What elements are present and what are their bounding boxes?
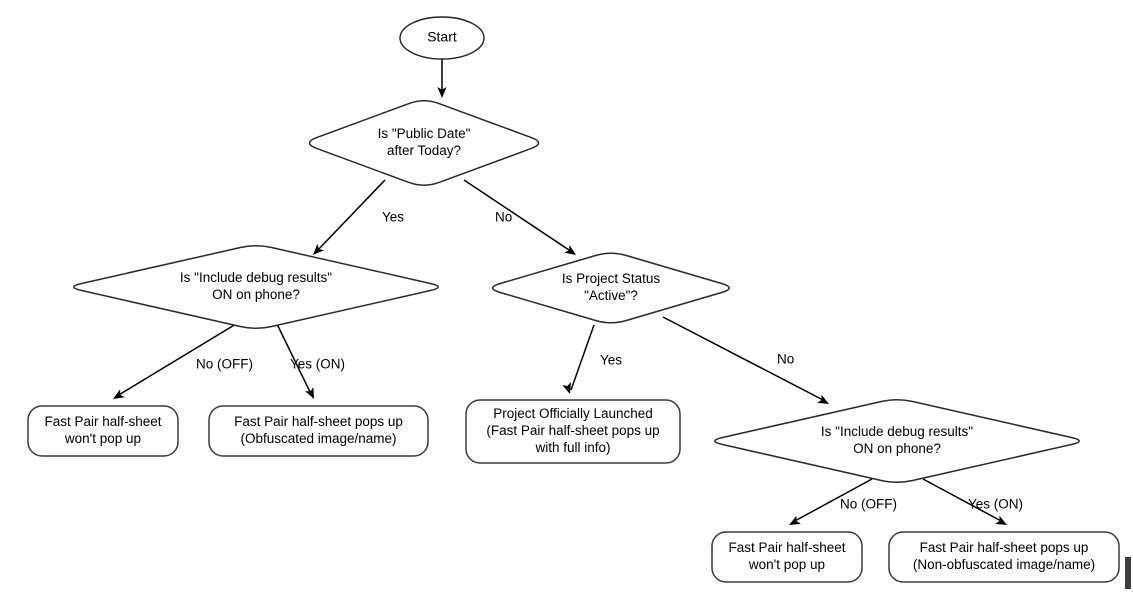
decision-diamond-shape	[308, 100, 540, 186]
arrow-head-icon	[305, 387, 314, 399]
node-label-line: Is "Include debug results"	[821, 424, 973, 439]
terminal-box-shape	[27, 405, 179, 457]
node-label-line: Fast Pair half-sheet pops up	[920, 540, 1089, 555]
node-start[interactable]: Start	[399, 16, 485, 60]
arrow-head-icon	[113, 389, 125, 399]
node-label-line: Start	[427, 29, 457, 45]
node-label-line: (Non-obfuscated image/name)	[913, 557, 1095, 572]
node-left-off[interactable]: Fast Pair half-sheet won't pop up	[27, 405, 179, 457]
edge-label-e-publicdate-no: No	[495, 210, 512, 225]
decision-diamond-shape	[491, 252, 731, 324]
edge-line	[276, 323, 313, 397]
edge-label-e-projectstatus-yes: Yes	[600, 353, 622, 368]
arrow-head-icon	[564, 245, 576, 255]
node-label-line: (Fast Pair half-sheet pops up	[486, 423, 659, 438]
node-label-line: Is "Public Date"	[378, 126, 471, 141]
edge-e-publicdate-no: No	[463, 179, 576, 255]
edge-label-e-debugright-on: Yes (ON)	[968, 497, 1023, 512]
edge-line	[116, 323, 237, 397]
node-label-line: Fast Pair half-sheet	[44, 414, 161, 429]
edge-e-projectstatus-yes: Yes	[562, 324, 622, 394]
arrow-head-icon	[817, 394, 829, 404]
node-label-line: Fast Pair half-sheet pops up	[234, 414, 403, 429]
node-debug-left[interactable]: Is "Include debug results" ON on phone?	[73, 245, 439, 329]
edge-line	[315, 179, 386, 253]
decision-diamond-shape	[73, 245, 439, 329]
node-label-line: Is Project Status	[562, 271, 661, 286]
edge-line	[792, 478, 873, 523]
node-label-line: after Today?	[387, 143, 461, 158]
node-public-date[interactable]: Is "Public Date" after Today?	[308, 100, 540, 186]
edge-e-debugleft-on: Yes (ON)	[276, 323, 345, 399]
node-project-status[interactable]: Is Project Status "Active"?	[491, 252, 731, 324]
arrow-head-icon	[437, 87, 447, 98]
edge-e-projectstatus-no: No	[662, 316, 829, 404]
edge-line	[463, 179, 573, 253]
edge-line	[570, 324, 595, 391]
edge-e-publicdate-yes: Yes	[313, 179, 404, 255]
node-right-off[interactable]: Fast Pair half-sheet won't pop up	[711, 531, 863, 583]
edge-label-e-debugright-off: No (OFF)	[840, 497, 897, 512]
edge-e-debugright-off: No (OFF)	[789, 478, 897, 525]
page-edge-mark	[1125, 557, 1131, 589]
node-right-on[interactable]: Fast Pair half-sheet pops up (Non-obfusca…	[888, 531, 1120, 583]
node-label-line: with full info)	[534, 440, 610, 455]
node-label-line: (Obfuscated image/name)	[240, 431, 396, 446]
edge-label-e-publicdate-yes: Yes	[382, 210, 404, 225]
terminal-box-shape	[465, 399, 681, 464]
edge-e-start-publicdate	[437, 59, 447, 98]
node-label-line: ON on phone?	[212, 287, 300, 302]
terminal-box-shape	[888, 531, 1120, 583]
node-label-line: Project Officially Launched	[493, 406, 653, 421]
arrow-head-icon	[789, 515, 801, 525]
node-label-line: "Active"?	[584, 288, 638, 303]
node-left-on[interactable]: Fast Pair half-sheet pops up (Obfuscated …	[208, 405, 429, 457]
edge-label-e-debugleft-on: Yes (ON)	[290, 357, 345, 372]
arrow-head-icon	[562, 382, 571, 394]
terminal-box-shape	[711, 531, 863, 583]
node-label-line: Is "Include debug results"	[180, 270, 332, 285]
terminal-box-shape	[208, 405, 429, 457]
edge-label-e-projectstatus-no: No	[777, 352, 794, 367]
arrow-head-icon	[995, 515, 1007, 525]
node-label-line: won't pop up	[64, 431, 141, 446]
edge-line	[662, 316, 826, 402]
edge-line	[922, 478, 1004, 523]
edge-e-debugright-on: Yes (ON)	[922, 478, 1023, 525]
decision-diamond-shape	[714, 399, 1080, 483]
node-label-line: Fast Pair half-sheet	[728, 540, 845, 555]
nodes-layer: Start Is "Public Date" after Today? Is "Inc…	[27, 16, 1120, 583]
edge-label-e-debugleft-off: No (OFF)	[196, 357, 253, 372]
node-label-line: won't pop up	[748, 557, 825, 572]
edge-e-debugleft-off: No (OFF)	[113, 323, 253, 399]
arrow-head-icon	[313, 243, 324, 255]
node-label-line: ON on phone?	[853, 441, 941, 456]
node-debug-right[interactable]: Is "Include debug results" ON on phone?	[714, 399, 1080, 483]
node-launched[interactable]: Project Officially Launched (Fast Pair ha…	[465, 399, 681, 464]
start-ellipse-shape	[399, 16, 485, 60]
artifact-layer	[1125, 557, 1131, 589]
